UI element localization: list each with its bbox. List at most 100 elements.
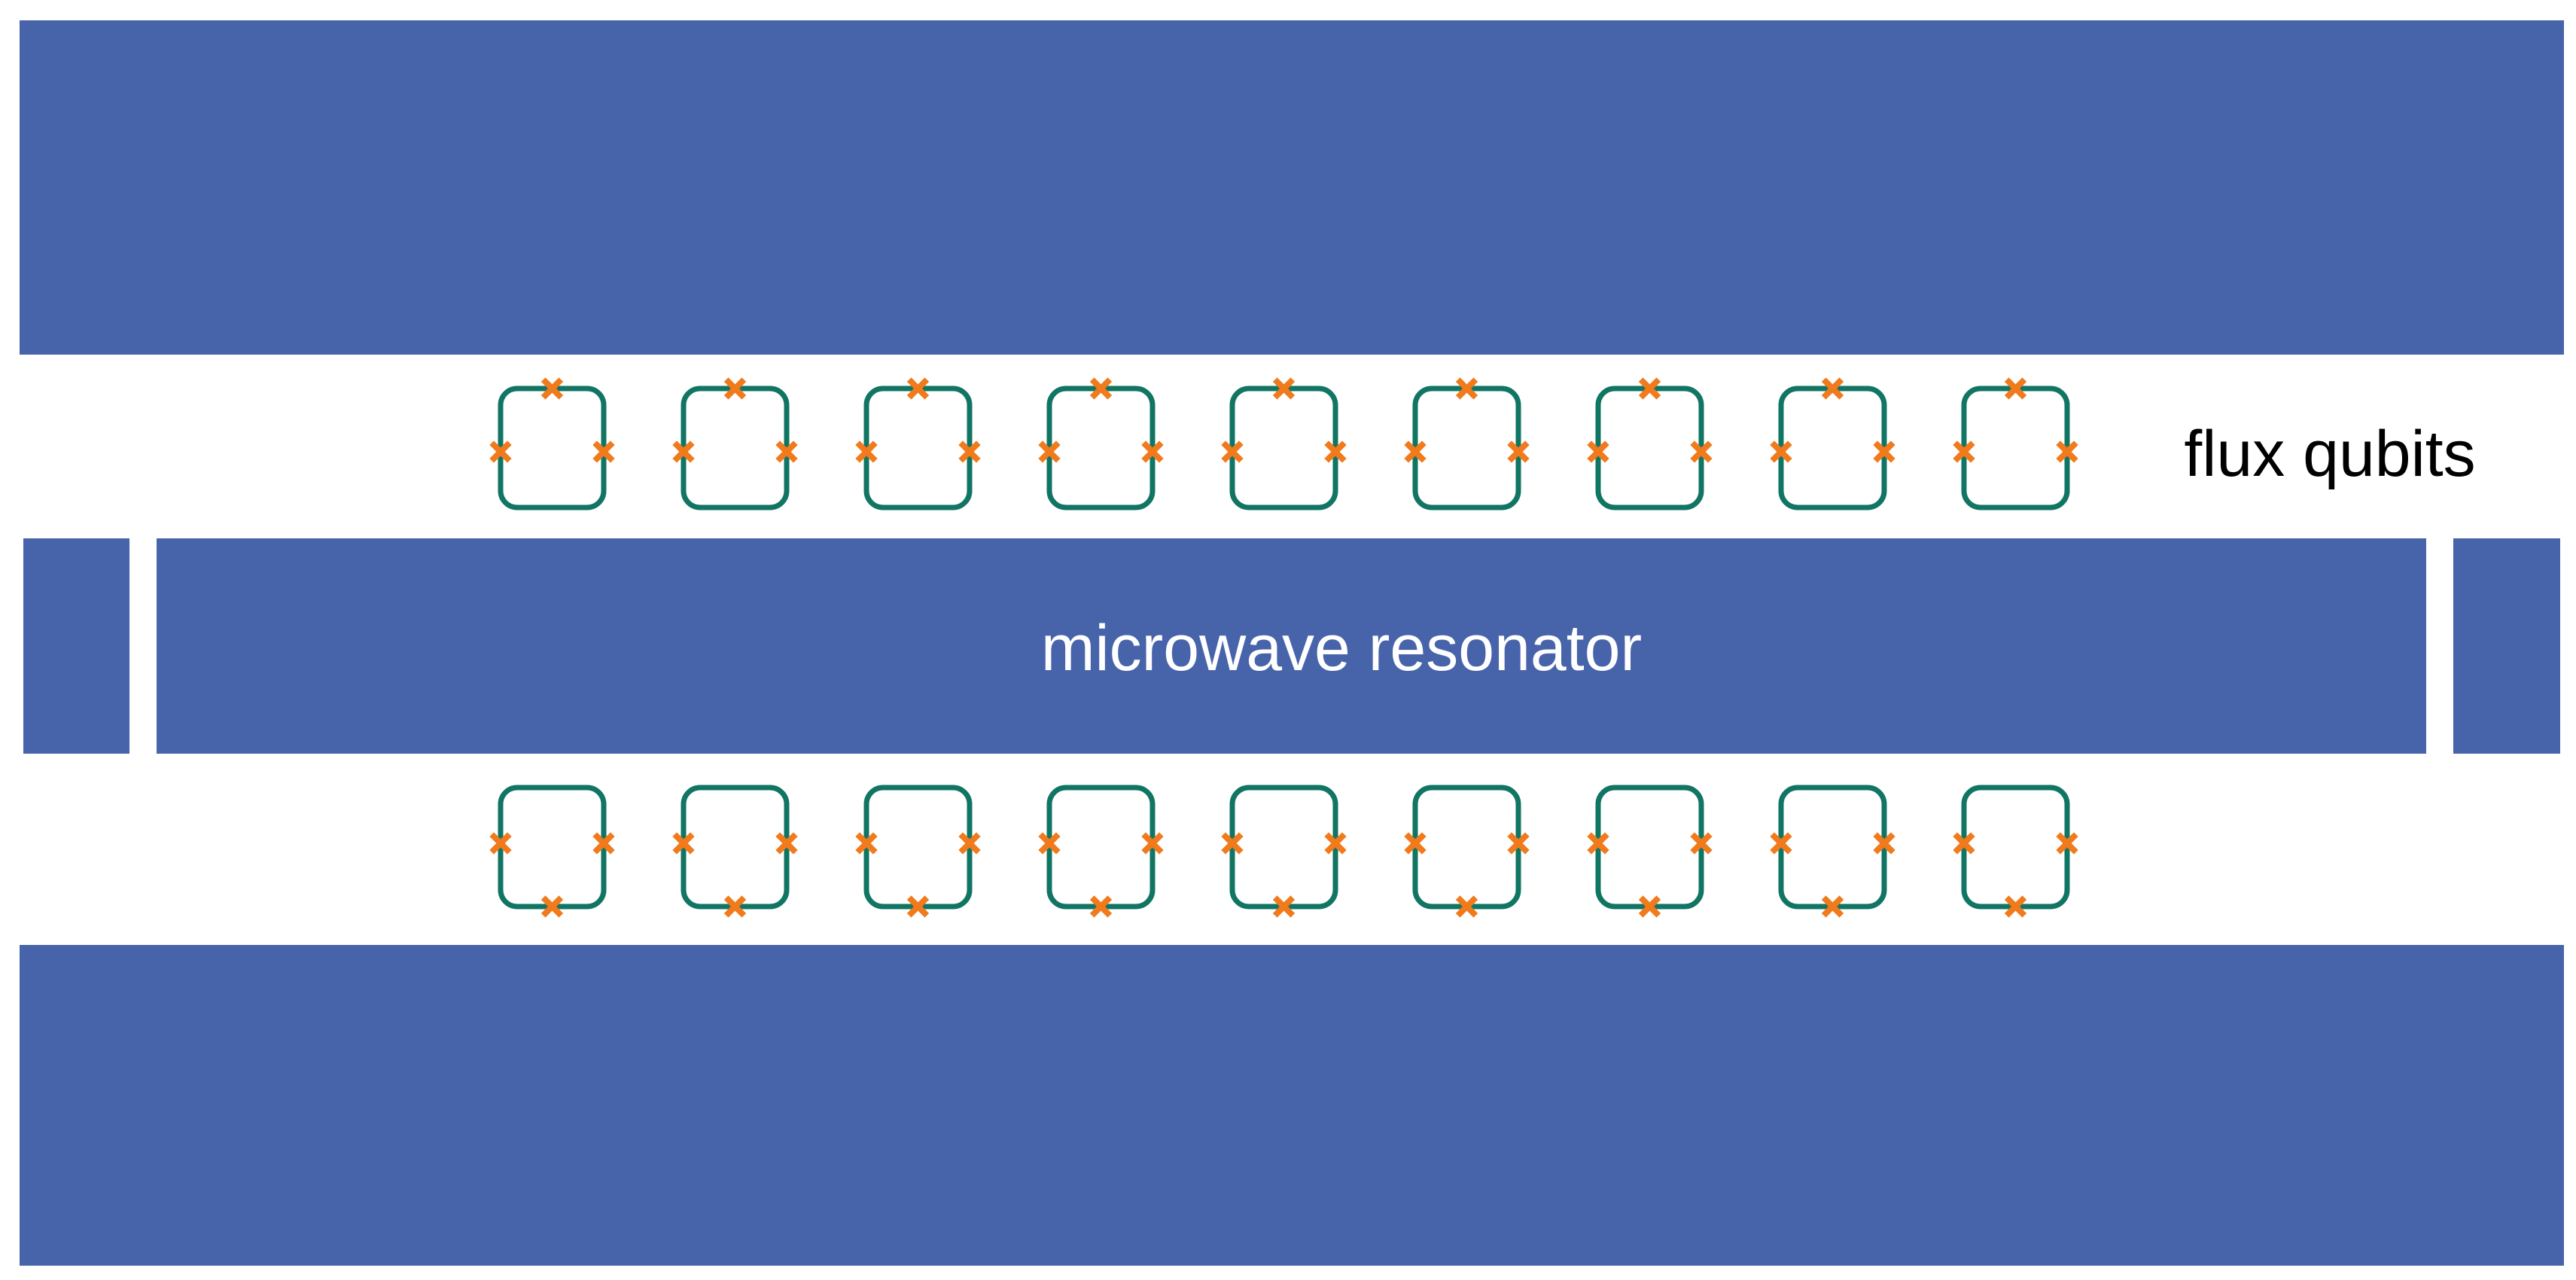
josephson-junction — [540, 895, 564, 918]
top-qubit-row — [489, 377, 2078, 510]
josephson-junction — [1038, 832, 1061, 855]
josephson-junction — [1587, 440, 1609, 463]
josephson-junction — [855, 832, 878, 855]
qubit-loop — [1229, 785, 1338, 910]
josephson-junction — [1324, 832, 1347, 855]
bottom-ground-plate — [20, 945, 2564, 1266]
josephson-junction — [1638, 377, 1661, 400]
qubit-loop — [1229, 386, 1338, 510]
josephson-junction — [1770, 440, 1792, 463]
josephson-junction — [958, 440, 981, 463]
josephson-junction — [489, 832, 512, 855]
qubit-loop — [681, 386, 790, 510]
flux-qubit — [1587, 785, 1713, 918]
josephson-junction — [1507, 832, 1530, 855]
qubit-loop — [498, 785, 607, 910]
flux-qubit — [489, 785, 615, 918]
josephson-junction — [1455, 895, 1478, 918]
flux-qubit — [489, 377, 615, 510]
josephson-junction — [1638, 895, 1661, 918]
josephson-junction — [1221, 440, 1244, 463]
flux-qubit — [1038, 785, 1164, 918]
qubit-loop — [1046, 785, 1156, 910]
josephson-junction — [1873, 832, 1895, 855]
flux-qubit — [672, 785, 798, 918]
qubit-loop — [1595, 386, 1704, 510]
qubits-label: flux qubits — [2184, 418, 2475, 490]
josephson-junction — [672, 440, 695, 463]
josephson-junction — [489, 440, 512, 463]
flux-qubit — [855, 785, 981, 918]
qubit-loop — [863, 386, 973, 510]
josephson-junction — [906, 895, 930, 918]
qubit-loop — [1961, 785, 2070, 910]
qubit-loop — [1412, 785, 1521, 910]
resonator-label: microwave resonator — [1041, 612, 1642, 684]
top-ground-plate — [20, 20, 2564, 355]
qubit-loop — [863, 785, 973, 910]
josephson-junction — [723, 377, 747, 400]
qubit-loop — [1412, 386, 1521, 510]
josephson-junction — [775, 440, 798, 463]
flux-qubit — [1221, 785, 1347, 918]
josephson-junction — [1507, 440, 1530, 463]
josephson-junction — [2056, 832, 2078, 855]
josephson-junction — [1587, 832, 1609, 855]
josephson-junction — [1141, 440, 1164, 463]
josephson-junction — [1455, 377, 1478, 400]
josephson-junction — [2004, 895, 2027, 918]
qubit-loop — [681, 785, 790, 910]
flux-qubit — [1404, 377, 1530, 510]
josephson-junction — [1089, 895, 1113, 918]
josephson-junction — [1953, 832, 1975, 855]
josephson-junction — [775, 832, 798, 855]
josephson-junction — [1324, 440, 1347, 463]
right-resonator-plate — [2453, 538, 2560, 754]
josephson-junction — [1690, 440, 1713, 463]
flux-qubit — [1770, 377, 1895, 510]
resonator-strip — [157, 538, 2426, 754]
josephson-junction — [672, 832, 695, 855]
josephson-junction — [592, 832, 615, 855]
josephson-junction — [1690, 832, 1713, 855]
josephson-junction — [1089, 377, 1113, 400]
flux-qubit — [1221, 377, 1347, 510]
flux-qubit — [1953, 785, 2078, 918]
josephson-junction — [2056, 440, 2078, 463]
flux-qubit — [855, 377, 981, 510]
josephson-junction — [2004, 377, 2027, 400]
josephson-junction — [1404, 832, 1427, 855]
flux-qubit — [672, 377, 798, 510]
qubit-loop — [1778, 386, 1887, 510]
josephson-junction — [1873, 440, 1895, 463]
flux-qubit — [1587, 377, 1713, 510]
josephson-junction — [958, 832, 981, 855]
josephson-junction — [1272, 895, 1296, 918]
qubit-loop — [1961, 386, 2070, 510]
flux-qubit — [1770, 785, 1895, 918]
qubit-loop — [1778, 785, 1887, 910]
josephson-junction — [592, 440, 615, 463]
josephson-junction — [1821, 377, 1844, 400]
josephson-junction — [906, 377, 930, 400]
josephson-junction — [1404, 440, 1427, 463]
bottom-qubit-row — [489, 785, 2078, 918]
qubit-loop — [1046, 386, 1156, 510]
josephson-junction — [1821, 895, 1844, 918]
qubit-loop — [498, 386, 607, 510]
qubit-loop — [1595, 785, 1704, 910]
josephson-junction — [1953, 440, 1975, 463]
josephson-junction — [1221, 832, 1244, 855]
josephson-junction — [1038, 440, 1061, 463]
flux-qubit — [1038, 377, 1164, 510]
flux-qubit — [1404, 785, 1530, 918]
josephson-junction — [723, 895, 747, 918]
left-resonator-plate — [23, 538, 129, 754]
josephson-junction — [855, 440, 878, 463]
josephson-junction — [540, 377, 564, 400]
josephson-junction — [1141, 832, 1164, 855]
josephson-junction — [1272, 377, 1296, 400]
flux-qubit — [1953, 377, 2078, 510]
josephson-junction — [1770, 832, 1792, 855]
